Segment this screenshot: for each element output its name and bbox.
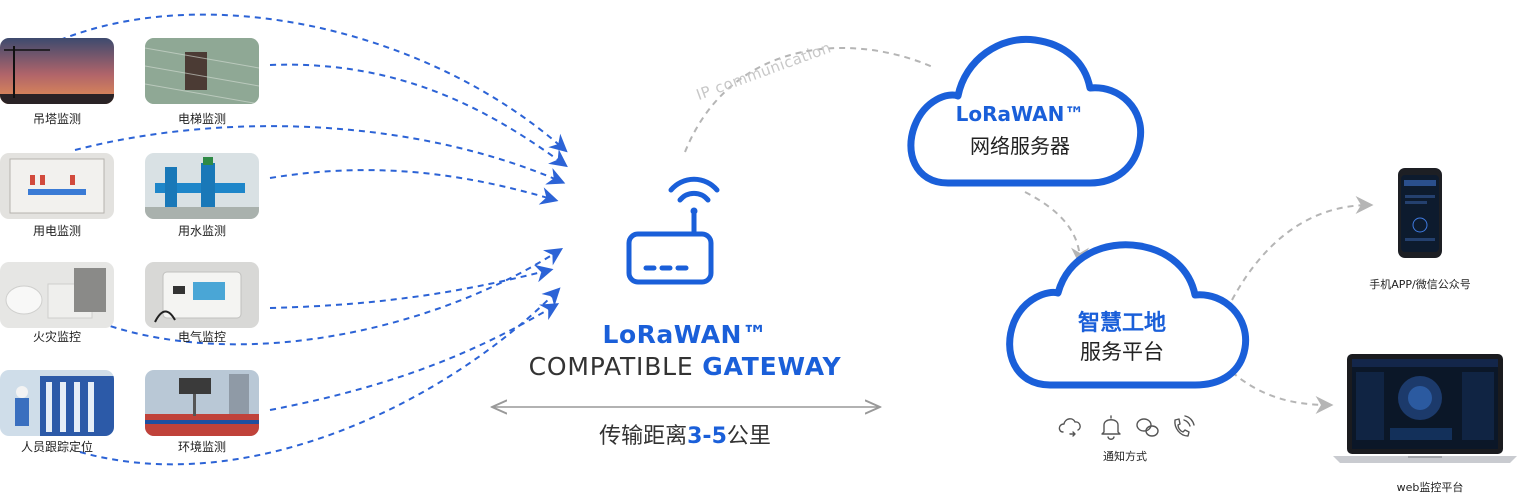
environment-monitor-photo xyxy=(145,370,259,436)
bell-icon xyxy=(1101,415,1121,440)
arrow-from-electric xyxy=(269,264,554,309)
gateway-title: COMPATIBLE GATEWAY xyxy=(500,352,870,381)
distance-prefix: 传输距离 xyxy=(599,424,688,449)
wechat-icon xyxy=(1136,418,1159,437)
distance-value: 3-5 xyxy=(687,424,727,449)
gateway-title-highlight: GATEWAY xyxy=(702,352,842,381)
electric-meter-photo xyxy=(145,262,259,328)
sensor-label-tower-crane: 吊塔监测 xyxy=(32,112,81,126)
sensor-label-elevator: 电梯监测 xyxy=(177,112,226,126)
arrow-from-worker xyxy=(79,287,561,466)
elevator-photo xyxy=(145,38,259,104)
notify-label: 通知方式 xyxy=(1103,450,1147,463)
tower-crane-photo xyxy=(0,38,114,104)
distance-label: 传输距离3-5公里 xyxy=(500,418,870,450)
wifi-router-icon xyxy=(626,176,720,285)
arrow-from-water xyxy=(269,169,559,205)
sensor-label-water: 用水监测 xyxy=(177,224,226,238)
network-server-cloud xyxy=(907,35,1145,187)
smoke-detector-photo xyxy=(0,262,114,328)
web-label: web监控平台 xyxy=(1396,481,1464,494)
gateway-title-prefix: COMPATIBLE xyxy=(528,352,703,381)
platform-to-mobile-line xyxy=(1231,196,1374,301)
arrow-from-elevator xyxy=(269,63,568,168)
sensor-label-electric: 电气监控 xyxy=(177,330,226,344)
server-to-platform-line xyxy=(1024,191,1089,266)
worker-tracking-photo xyxy=(0,370,114,436)
platform-cloud xyxy=(1006,241,1250,389)
power-cabinet-photo xyxy=(0,153,114,219)
water-pump-photo xyxy=(145,153,259,219)
cloud-sync-icon xyxy=(1058,418,1081,437)
distance-suffix: 公里 xyxy=(726,424,771,449)
arrow-from-power xyxy=(74,125,566,185)
platform-subtitle: 服务平台 xyxy=(1080,340,1164,364)
platform-to-web-line xyxy=(1231,371,1334,414)
network-server-subtitle: 网络服务器 xyxy=(970,134,1070,158)
mobile-label: 手机APP/微信公众号 xyxy=(1369,278,1471,291)
gateway-brand: LoRaWAN™ xyxy=(602,320,768,349)
ip-link-line xyxy=(684,47,936,153)
arrow-from-fire xyxy=(59,248,564,346)
sensor-label-fire: 火灾监控 xyxy=(32,330,81,344)
phone-icon xyxy=(1174,415,1195,437)
laptop-icon xyxy=(1333,354,1517,463)
network-server-title: LoRaWAN™ xyxy=(955,102,1085,126)
sensor-label-power: 用电监测 xyxy=(32,224,81,238)
sensor-label-worker: 人员跟踪定位 xyxy=(20,440,93,454)
platform-title: 智慧工地 xyxy=(1077,311,1166,336)
arrow-from-tower-crane xyxy=(59,13,568,153)
mobile-phone-icon xyxy=(1398,168,1442,258)
sensor-label-environment: 环境监测 xyxy=(177,440,226,454)
arrow-from-environment xyxy=(269,303,560,411)
